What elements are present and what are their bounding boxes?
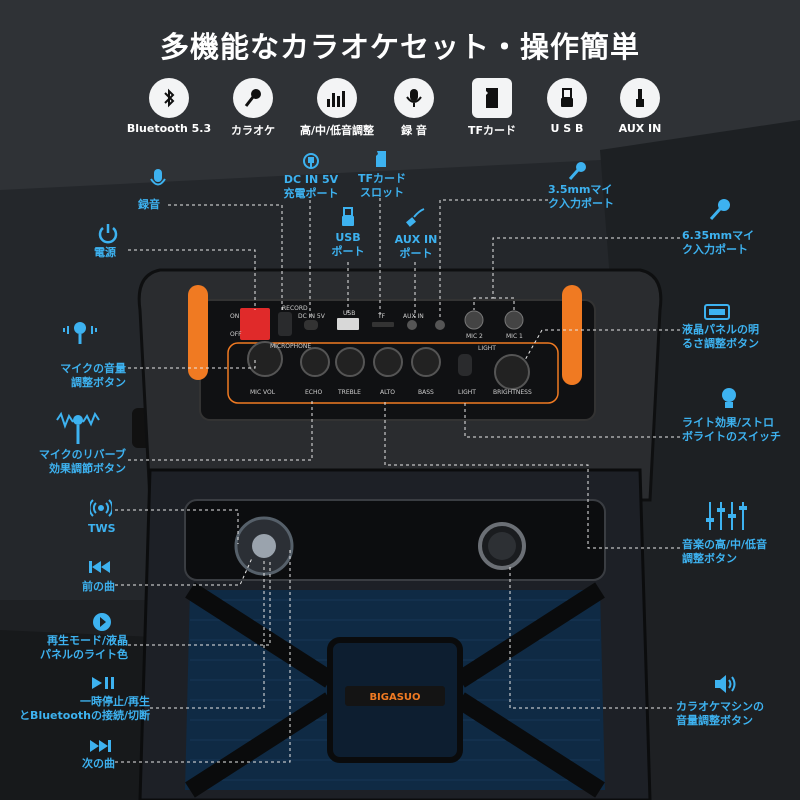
brightness-knob[interactable] <box>494 354 530 390</box>
panel-mic1-label: MIC 1 <box>506 333 523 340</box>
feature-recording: 録 音 <box>369 78 459 138</box>
light-button[interactable] <box>458 354 472 376</box>
panel-light-section: LIGHT <box>478 345 496 352</box>
panel-micvol-label: MIC VOL <box>250 389 276 396</box>
panel-lightbtn-label: LIGHT <box>458 389 476 396</box>
record-label: 録音 <box>138 198 160 211</box>
mic-volume-icon <box>60 320 100 350</box>
panel-on-label: ON <box>230 313 239 320</box>
usb-port-icon <box>341 207 355 231</box>
usb-icon <box>547 78 587 118</box>
equalizer-icon <box>317 78 357 118</box>
mic-volume-label: マイクの音量調整ボタン <box>60 362 126 389</box>
mic635-icon <box>708 198 732 226</box>
play-mode-label: 再生モード/液晶パネルのライト色 <box>40 634 128 661</box>
treble-knob[interactable] <box>335 347 365 377</box>
panel-alto-label: ALTO <box>380 389 395 396</box>
feature-label: U S B <box>550 122 584 135</box>
tf-card-icon <box>472 78 512 118</box>
feature-label: AUX IN <box>618 122 662 135</box>
mic-reverb-label: マイクのリバーブ効果調節ボタン <box>38 448 126 475</box>
lcd-panel-icon <box>704 303 730 325</box>
aux-cable-icon <box>405 205 427 231</box>
power-icon <box>97 222 119 248</box>
light-switch-label: ライト効果/ストロボライトのスイッチ <box>682 416 781 443</box>
panel-mic2-label: MIC 2 <box>466 333 483 340</box>
tws-label: TWS <box>88 522 116 535</box>
tws-icon <box>88 497 114 523</box>
feature-label: Bluetooth 5.3 <box>126 122 212 135</box>
play-mode-icon <box>92 612 112 636</box>
dc-plug-icon <box>302 152 320 174</box>
prev-track-label: 前の曲 <box>82 580 115 593</box>
lcd-brightness-label: 液晶パネルの明るさ調整ボタン <box>682 323 759 350</box>
feature-usb: U S B <box>522 78 612 135</box>
panel-record-label: RECORD <box>282 305 308 312</box>
tf-slot-label: TFカードスロット <box>357 172 407 199</box>
panel-usb-label: USB <box>343 310 355 317</box>
recording-mic-icon <box>394 78 434 118</box>
mic35-jack[interactable] <box>435 320 445 330</box>
next-track-label: 次の曲 <box>82 757 115 770</box>
feature-eq: 高/中/低音調整 <box>292 78 382 138</box>
page-title: 多機能なカラオケセット・操作簡単 <box>159 30 640 64</box>
panel-echo-label: ECHO <box>305 389 322 396</box>
tf-slot-icon <box>374 150 388 172</box>
panel-off-label: OFF <box>230 331 242 338</box>
power-switch[interactable] <box>240 308 270 340</box>
echo-knob[interactable] <box>300 347 330 377</box>
record-button[interactable] <box>278 312 292 336</box>
next-track-icon <box>88 738 112 758</box>
panel-dc-label: DC IN 5V <box>298 313 326 320</box>
feature-label: 高/中/低音調整 <box>299 124 375 137</box>
panel-mic-section: MICROPHONE <box>270 343 311 350</box>
usb-port[interactable] <box>337 318 359 330</box>
feature-label: カラオケ <box>231 124 275 137</box>
mic35-icon <box>566 160 588 186</box>
power-label: 電源 <box>94 246 116 259</box>
eq-label: 音楽の高/中/低音調整ボタン <box>682 538 768 565</box>
tf-slot[interactable] <box>372 322 394 327</box>
panel-tf-label: TF <box>377 313 386 320</box>
play-pause-icon <box>90 675 116 695</box>
light-bulb-icon <box>718 385 740 415</box>
eq-sliders-icon <box>704 500 748 536</box>
feature-aux: AUX IN <box>595 78 685 135</box>
dc-port[interactable] <box>304 320 318 330</box>
volume-speaker-icon <box>713 673 739 699</box>
panel-brightness-label: BRIGHTNESS <box>493 389 532 396</box>
prev-track-icon <box>88 559 112 579</box>
bluetooth-icon <box>149 78 189 118</box>
feature-label: 録 音 <box>401 124 427 137</box>
feature-label: TFカード <box>467 124 517 137</box>
panel-aux-label: AUX IN <box>403 313 424 320</box>
panel-bass-label: BASS <box>418 389 434 396</box>
panel-treble-label: TREBLE <box>337 389 361 396</box>
aux-jack[interactable] <box>407 320 417 330</box>
master-volume-label: カラオケマシンの音量調整ボタン <box>676 700 764 727</box>
mic-reverb-icon <box>55 410 101 450</box>
feature-tf: TFカード <box>447 78 537 138</box>
mic35-label: 3.5mmマイク入力ポート <box>548 183 614 210</box>
play-pause-label: 一時停止/再生とBluetoothの接続/切断 <box>19 695 150 722</box>
aux-jack-icon <box>620 78 660 118</box>
bass-knob[interactable] <box>411 347 441 377</box>
feature-bluetooth: Bluetooth 5.3 <box>124 78 214 135</box>
mic635-label: 6.35mmマイク入力ポート <box>682 229 755 256</box>
feature-karaoke: カラオケ <box>208 78 298 138</box>
mic2-jack[interactable] <box>464 310 484 330</box>
mic-vol-knob[interactable] <box>247 341 283 377</box>
mic1-jack[interactable] <box>504 310 524 330</box>
brand-logo: BIGASUO <box>369 692 420 703</box>
record-mic-icon <box>150 168 166 196</box>
alto-knob[interactable] <box>373 347 403 377</box>
microphone-icon <box>233 78 273 118</box>
